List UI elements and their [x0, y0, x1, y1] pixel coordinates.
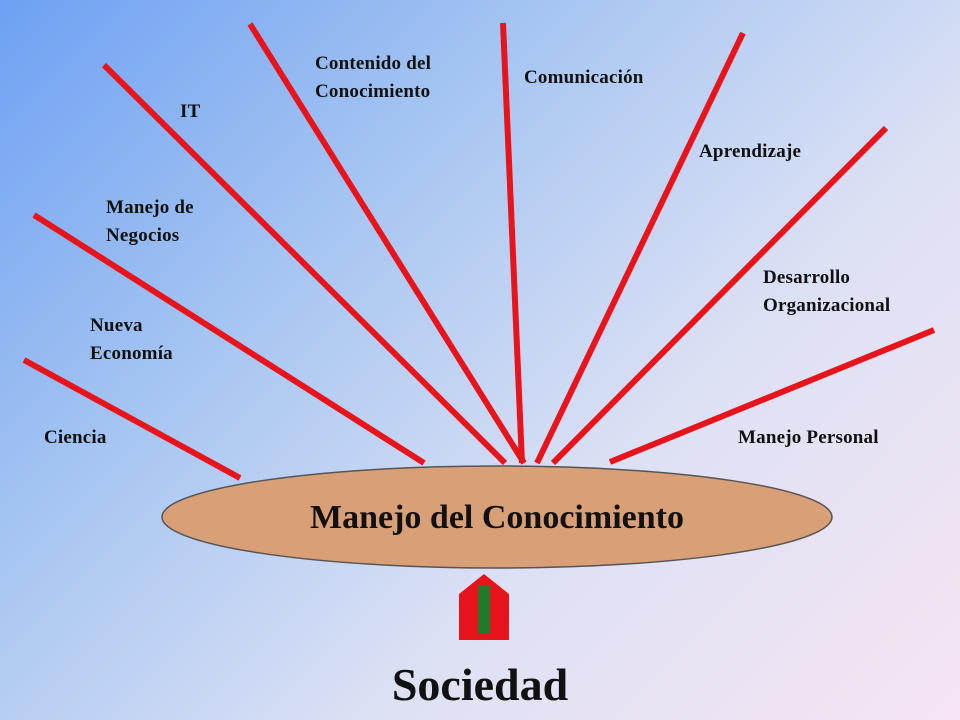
hub-ellipse [161, 465, 833, 569]
ray-line-manejo-negocios [101, 62, 508, 466]
ray-label-aprendizaje: Aprendizaje [699, 141, 802, 162]
ray-line-aprendizaje [534, 31, 746, 465]
ray-line-desarrollo-organizacional [550, 125, 889, 466]
ray-line-manejo-personal [608, 327, 936, 465]
ray-label-comunicacion: Comunicación [524, 67, 644, 88]
footer-title: Sociedad [391, 659, 569, 710]
hub-label: Manejo del Conocimiento [310, 499, 684, 536]
ray-line-ciencia [22, 357, 242, 481]
ray-label-manejo-personal: Manejo Personal [738, 427, 879, 448]
ray-label-it: IT [180, 101, 201, 122]
ray-line-it-contenido [247, 22, 527, 465]
arrow-shaft [478, 586, 490, 634]
ray-line-comunicacion [500, 22, 525, 464]
ray-line-nueva-economia [32, 212, 426, 466]
ray-label-ciencia: Ciencia [44, 427, 107, 448]
up-arrow-icon [459, 574, 509, 640]
